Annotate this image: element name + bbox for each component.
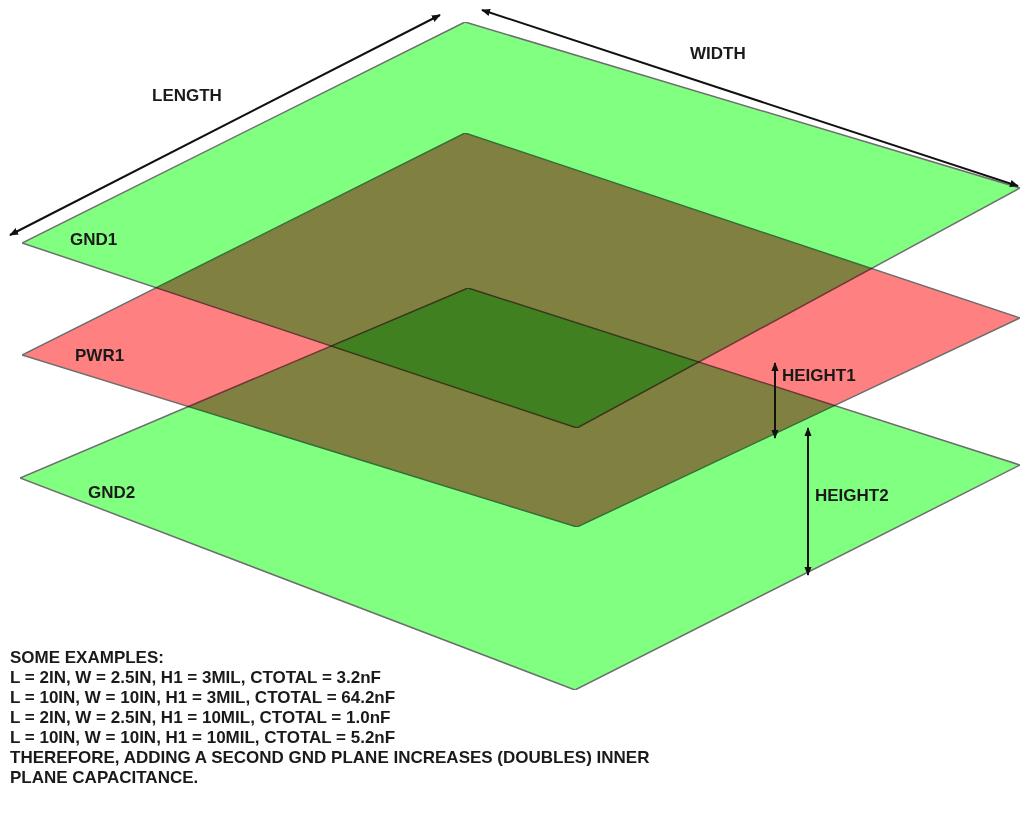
height1-arrow	[774, 363, 776, 438]
ground-plane: GND1	[22, 22, 1020, 428]
dimension-label: HEIGHT1	[782, 366, 856, 386]
plane-label: GND1	[70, 230, 117, 250]
plane-outline	[22, 22, 1020, 428]
plane-label: GND2	[88, 483, 135, 503]
note-text: L = 2IN, W = 2.5IN, H1 = 10MIL, CTOTAL =…	[10, 708, 390, 728]
plane-shape	[20, 288, 1020, 690]
plane-label: PWR1	[75, 346, 124, 366]
note-text: THEREFORE, ADDING A SECOND GND PLANE INC…	[10, 748, 675, 788]
note-text: L = 10IN, W = 10IN, H1 = 3MIL, CTOTAL = …	[10, 688, 395, 708]
note-text: L = 10IN, W = 10IN, H1 = 10MIL, CTOTAL =…	[10, 728, 395, 748]
note-text: SOME EXAMPLES:	[10, 648, 164, 668]
dimension-label: HEIGHT2	[815, 486, 889, 506]
dimension-label: WIDTH	[690, 44, 746, 64]
plane-outline	[22, 133, 1020, 527]
dimension-label: LENGTH	[152, 86, 222, 106]
power-plane: PWR1	[22, 133, 1020, 527]
height2-arrow	[807, 428, 809, 575]
note-text: L = 2IN, W = 2.5IN, H1 = 3MIL, CTOTAL = …	[10, 668, 381, 688]
